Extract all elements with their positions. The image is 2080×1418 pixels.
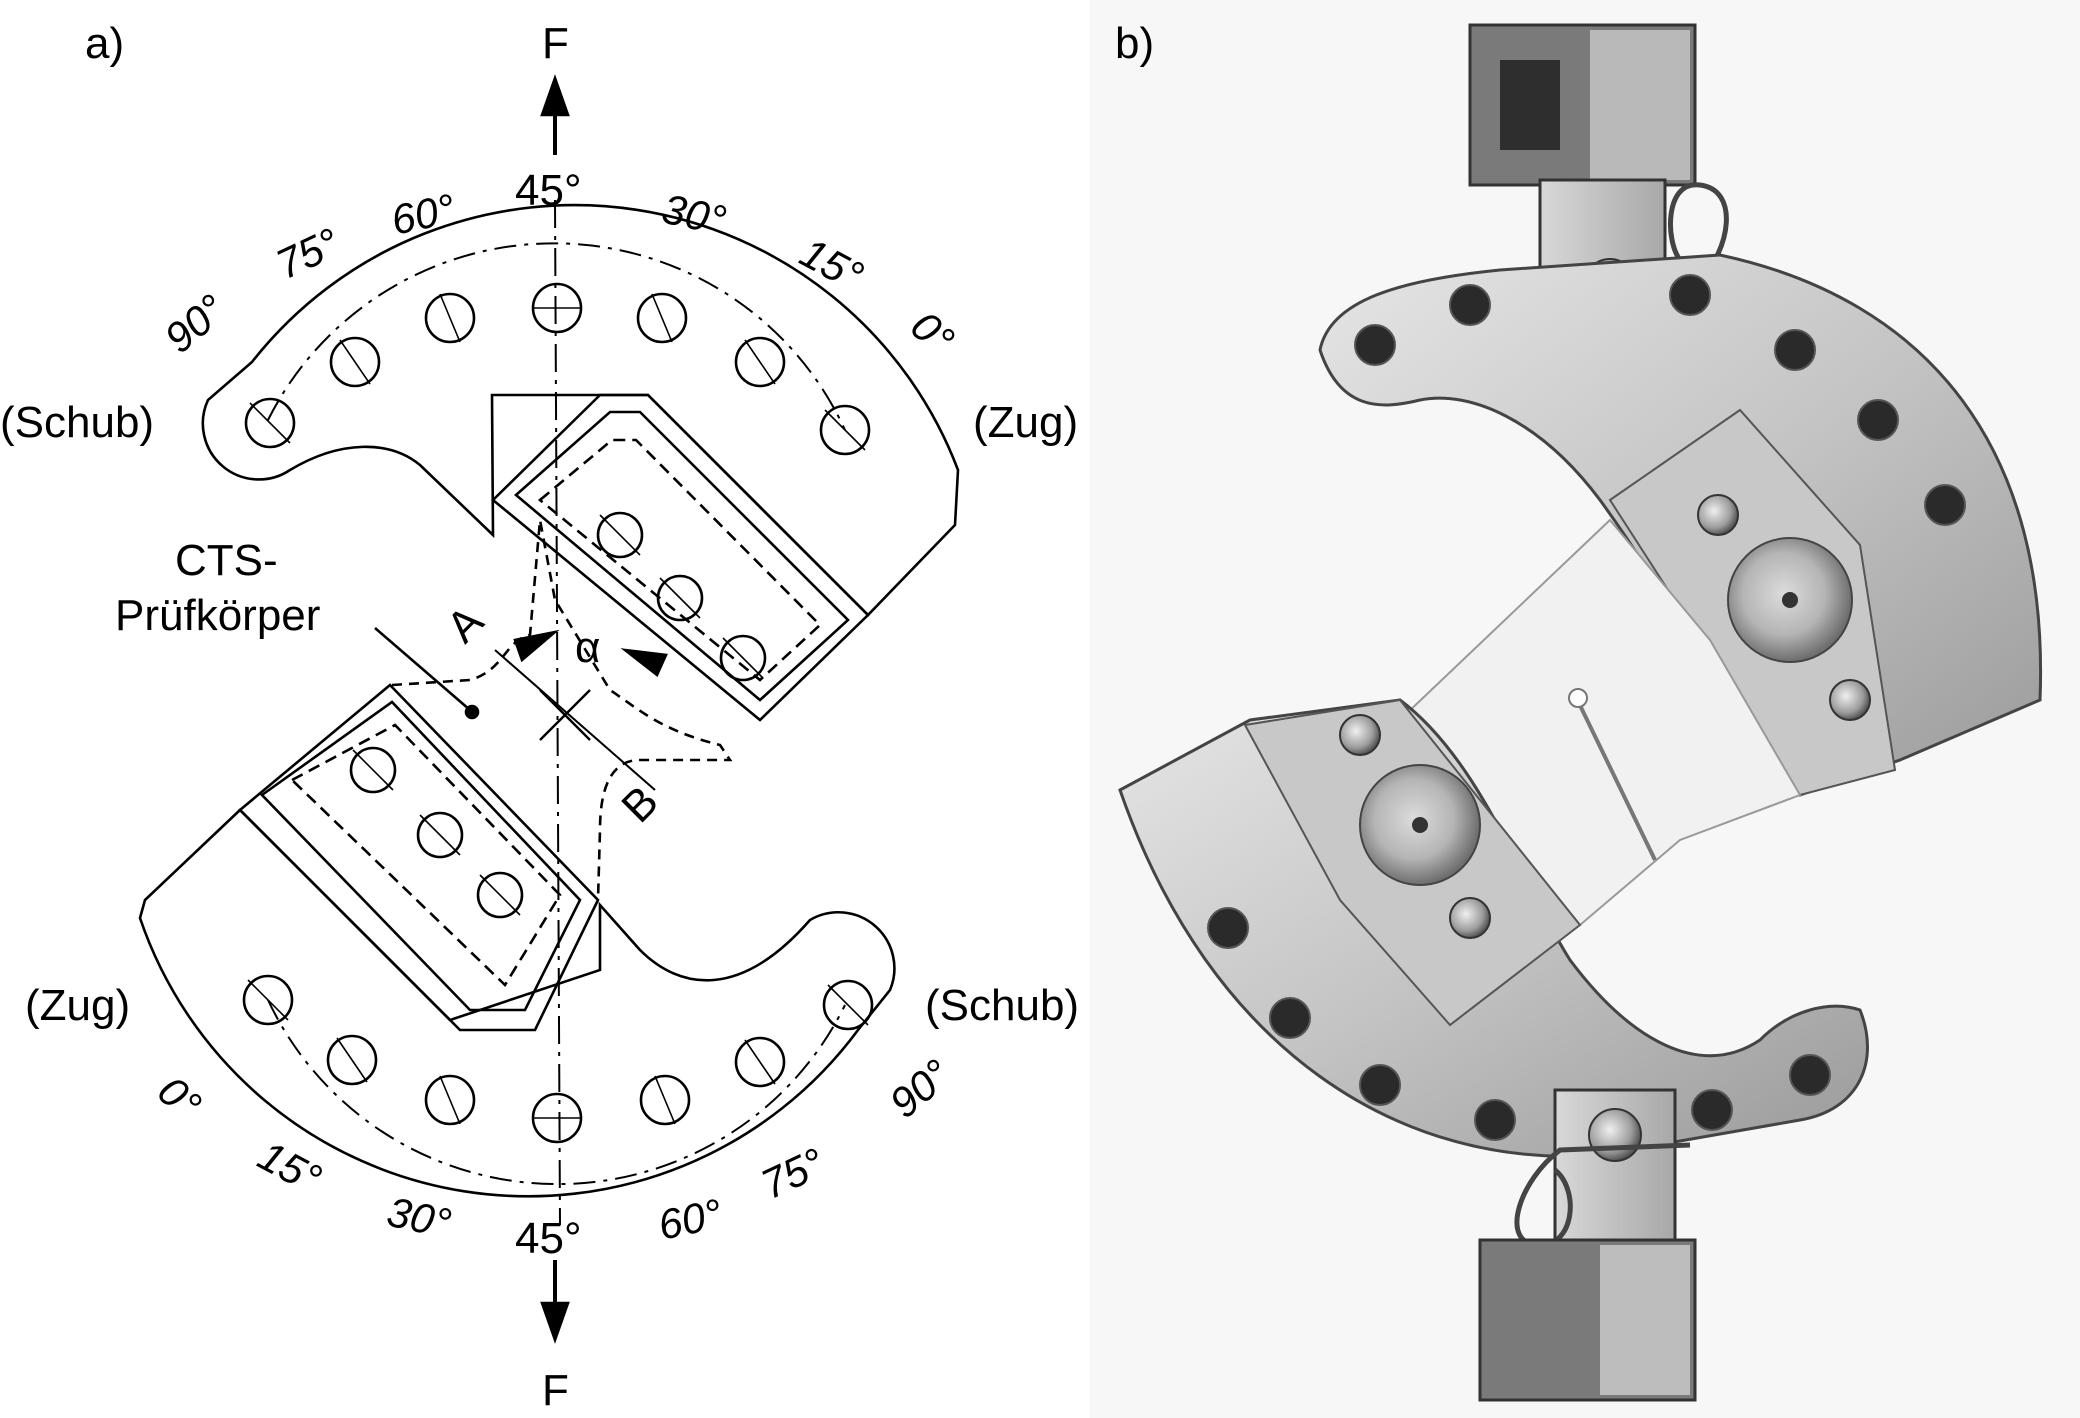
- specimen-notch: [1573, 694, 1657, 861]
- lower-small-screw-1: [1339, 714, 1381, 756]
- upper-angle-60: 60°: [387, 185, 459, 244]
- center-angle-top: 45°: [515, 166, 582, 215]
- alpha-arrow-left: [513, 629, 560, 663]
- upper-angle-75: 75°: [269, 219, 346, 288]
- lower-angle-30: 30°: [383, 1188, 455, 1247]
- panel-b-label: b): [1115, 19, 1154, 68]
- angle-alpha-label: α: [575, 623, 600, 672]
- lower-angle-60: 60°: [654, 1190, 726, 1249]
- upper-clamp-plate: [491, 393, 870, 722]
- lower-fixture-holes: [1207, 907, 1831, 1141]
- upper-angle-90: 90°: [156, 285, 235, 362]
- upper-fixture-holes: [1354, 274, 1966, 526]
- panel-a-labels: a) F F 45° 45° 90° 75° 60° 30° 15° 0° 0°…: [0, 19, 1079, 1415]
- panel-b-photo: b): [1090, 0, 2080, 1418]
- section-label-a: A: [437, 596, 493, 652]
- specimen-label-line2: Prüfkörper: [115, 591, 320, 640]
- lower-small-screw-2: [1449, 897, 1491, 939]
- mode-upper-left: (Schub): [0, 398, 154, 447]
- force-label-bottom: F: [542, 1366, 569, 1415]
- lower-bolt-holes: [242, 974, 874, 1144]
- lower-clamp-bolts: [349, 746, 524, 919]
- section-line-ab: [494, 649, 656, 791]
- upper-fixture-outline: [201, 203, 960, 617]
- panel-a-label: a): [85, 19, 124, 68]
- upper-small-screw-2: [1829, 679, 1871, 721]
- alpha-arrow-right: [620, 648, 668, 678]
- lower-bolt-circle: [267, 999, 846, 1186]
- lower-fixture-outline: [138, 808, 896, 1198]
- specimen-outline: [391, 519, 733, 901]
- mode-upper-right: (Zug): [973, 398, 1078, 447]
- specimen-leader: [374, 627, 471, 711]
- centre-cross-2: [539, 689, 591, 741]
- lower-angle-75: 75°: [754, 1139, 831, 1208]
- upper-bolt-circle: [267, 242, 846, 431]
- lower-angle-0: 0°: [149, 1067, 210, 1129]
- panel-a-drawing: [138, 74, 960, 1344]
- bottom-pin: [1588, 1108, 1642, 1162]
- force-arrow-up-head: [540, 74, 570, 117]
- lower-angle-90: 90°: [881, 1050, 960, 1127]
- upper-angle-30: 30°: [658, 185, 730, 244]
- upper-clamp-bolts: [596, 511, 767, 682]
- upper-angle-0: 0°: [902, 302, 963, 364]
- lower-clamp-plate: [238, 683, 600, 1032]
- vertical-center-line: [554, 199, 561, 1226]
- section-label-b: B: [612, 777, 667, 832]
- specimen-label-line1: CTS-: [175, 536, 278, 585]
- lower-angle-15: 15°: [251, 1131, 329, 1202]
- upper-small-screw-1: [1697, 494, 1739, 536]
- force-label-top: F: [542, 19, 569, 68]
- specimen-leader-dot: [464, 704, 480, 720]
- mode-lower-left: (Zug): [25, 981, 130, 1030]
- upper-bolt-holes: [244, 282, 871, 456]
- mode-lower-right: (Schub): [925, 981, 1079, 1030]
- center-angle-bottom: 45°: [515, 1214, 582, 1263]
- upper-angle-15: 15°: [793, 228, 871, 299]
- force-arrow-down-head: [540, 1301, 570, 1344]
